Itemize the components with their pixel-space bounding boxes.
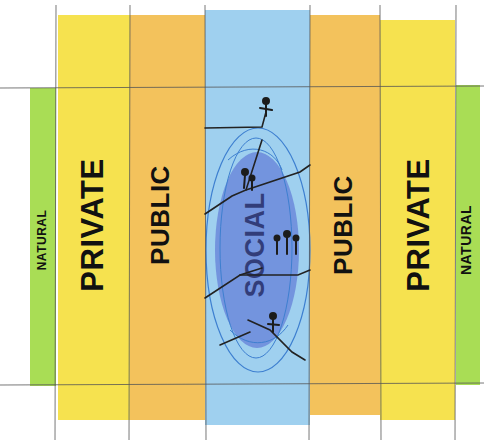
zone-label: PRIVATE: [77, 158, 108, 291]
zone-band: SOCIAL: [205, 10, 310, 425]
people-figures: [242, 98, 299, 332]
zone-band: PRIVATE: [58, 15, 130, 420]
social-ellipse: [206, 128, 310, 372]
zone-label: PUBLIC: [330, 175, 356, 275]
zone-band: NATURAL: [456, 85, 480, 385]
zone-label: NATURAL: [36, 210, 48, 271]
zone-label: SOCIAL: [242, 192, 269, 297]
zone-band: NATURAL: [30, 88, 56, 386]
zone-band: PRIVATE: [380, 20, 455, 420]
zone-band: PUBLIC: [130, 15, 205, 420]
grid-lines: [0, 5, 484, 440]
zone-label: PUBLIC: [147, 165, 173, 265]
zone-band: PUBLIC: [310, 15, 380, 415]
zone-label: NATURAL: [459, 205, 473, 275]
path-network: [205, 112, 310, 360]
zone-label: PRIVATE: [403, 158, 434, 291]
